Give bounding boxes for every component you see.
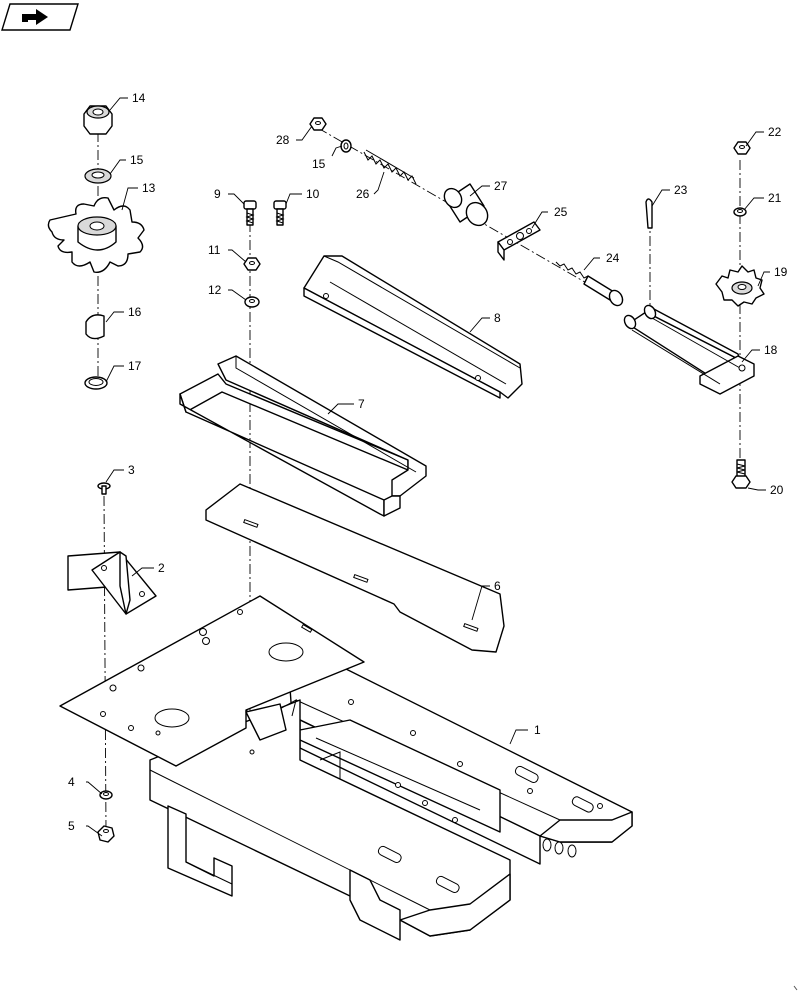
callout-12: 12 bbox=[208, 283, 222, 297]
callout-23: 23 bbox=[674, 183, 688, 197]
callout-17: 17 bbox=[128, 359, 142, 373]
callout-14: 14 bbox=[132, 91, 146, 105]
bolt-part-20 bbox=[731, 459, 751, 489]
callout-19: 19 bbox=[774, 265, 788, 279]
callout-27: 27 bbox=[494, 179, 508, 193]
callout-26: 26 bbox=[356, 187, 370, 201]
callout-3: 3 bbox=[128, 463, 135, 477]
snap-ring-part-17 bbox=[84, 376, 108, 390]
callout-22: 22 bbox=[768, 125, 782, 139]
wear-strip-part-6 bbox=[205, 483, 505, 653]
spacer-part-27 bbox=[443, 183, 489, 227]
frame-top-plate bbox=[59, 595, 365, 767]
sprocket-part-19[interactable] bbox=[715, 265, 765, 307]
callout-5: 5 bbox=[68, 819, 75, 833]
callout-8: 8 bbox=[494, 311, 501, 325]
adjuster-bolt-part-24 bbox=[555, 261, 624, 307]
spring-part-26 bbox=[363, 149, 417, 185]
main-frame-part bbox=[149, 667, 633, 941]
washer-part-21 bbox=[733, 207, 747, 217]
callout-leaders bbox=[86, 97, 770, 837]
washer-part-4 bbox=[99, 790, 113, 800]
callout-9: 9 bbox=[214, 187, 221, 201]
bracket-part-2 bbox=[67, 551, 157, 615]
callout-2: 2 bbox=[158, 561, 165, 575]
callout-11: 11 bbox=[208, 243, 221, 257]
back-arrow-icon[interactable] bbox=[1, 3, 79, 31]
cotter-pin-part-23 bbox=[645, 198, 653, 229]
sprocket-part-13[interactable] bbox=[47, 196, 145, 273]
channel-guide-part-7 bbox=[179, 355, 427, 517]
callout-28: 28 bbox=[276, 133, 290, 147]
callout-labels: 1 2 3 4 5 6 7 8 9 10 11 12 13 14 15 15 1… bbox=[68, 91, 788, 833]
nut-part-14 bbox=[83, 105, 113, 135]
nut-part-11 bbox=[243, 257, 261, 271]
idler-slide-part-18 bbox=[623, 304, 755, 395]
callout-20: 20 bbox=[770, 483, 784, 497]
callout-25: 25 bbox=[554, 205, 568, 219]
callout-16: 16 bbox=[128, 305, 142, 319]
washer-part-12 bbox=[244, 296, 260, 308]
callout-10: 10 bbox=[306, 187, 320, 201]
key-part-16 bbox=[85, 314, 105, 340]
washer-part-15-right bbox=[340, 139, 352, 153]
nut-part-22 bbox=[733, 141, 751, 155]
nut-part-28 bbox=[309, 117, 327, 131]
bolt-part-9 bbox=[243, 200, 257, 226]
plate-part-25 bbox=[497, 221, 541, 261]
callout-21: 21 bbox=[768, 191, 782, 205]
nut-part-5 bbox=[97, 825, 115, 843]
callout-24: 24 bbox=[606, 251, 620, 265]
angle-guide-part-8 bbox=[303, 255, 523, 399]
callout-15-right: 15 bbox=[312, 157, 326, 171]
callout-18: 18 bbox=[764, 343, 778, 357]
callout-13: 13 bbox=[142, 181, 156, 195]
bolt-part-10 bbox=[273, 200, 287, 226]
callout-15-left: 15 bbox=[130, 153, 144, 167]
callout-1: 1 bbox=[534, 723, 541, 737]
callout-4: 4 bbox=[68, 775, 75, 789]
washer-part-15-left bbox=[84, 168, 112, 184]
screw-part-3 bbox=[97, 482, 111, 495]
callout-6: 6 bbox=[494, 579, 501, 593]
corner-mark bbox=[793, 985, 798, 991]
callout-7: 7 bbox=[358, 397, 365, 411]
